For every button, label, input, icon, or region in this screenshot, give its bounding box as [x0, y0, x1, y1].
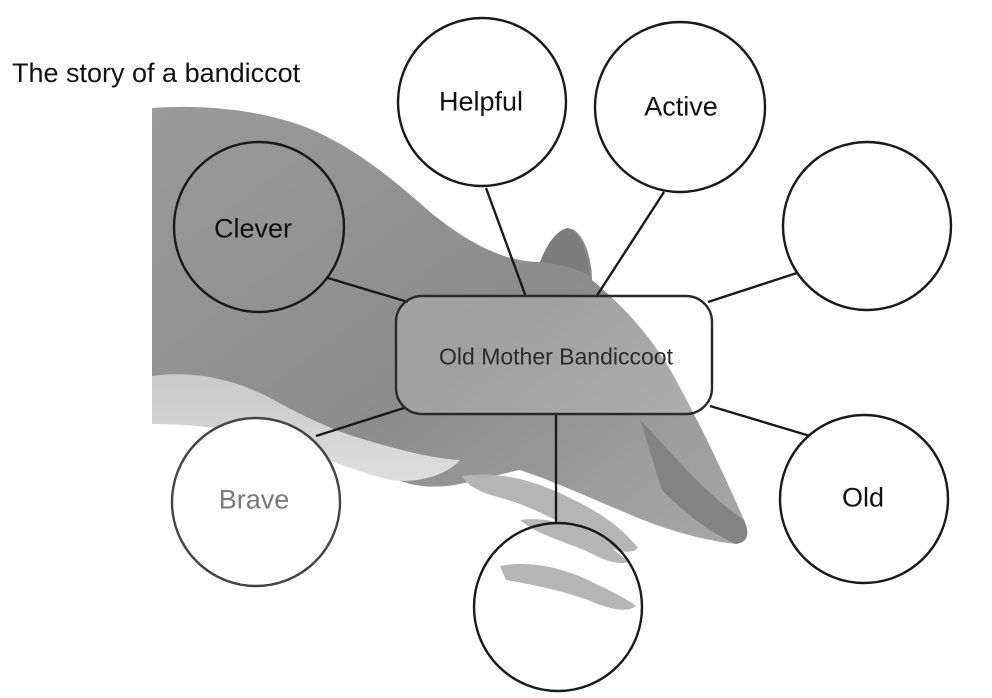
connector-lines	[315, 187, 811, 524]
node-clever-label: Clever	[213, 213, 293, 244]
diagram-title: The story of a bandiccot	[12, 58, 301, 88]
connector-helpful	[484, 187, 528, 298]
node-active-label: Active	[644, 91, 718, 122]
node-helpful-circle	[396, 16, 568, 188]
node-old-label: Old	[841, 482, 885, 513]
connector-old	[709, 404, 811, 438]
node-active-circle	[593, 20, 767, 194]
connector-clever	[327, 276, 409, 304]
node-brave-circle	[170, 416, 342, 588]
node-brave-label: Brave	[218, 484, 290, 515]
center-label: Old Mother Bandiccoot	[439, 343, 673, 370]
node-top-right-blank-circle	[781, 140, 953, 312]
connector-brave	[315, 406, 405, 438]
bandicoot-belly	[152, 374, 460, 481]
node-clever-circle	[172, 140, 346, 314]
node-old-circle	[778, 413, 950, 585]
center-box	[394, 294, 714, 416]
node-bottom-blank-circle	[472, 521, 644, 693]
connector-top-right	[707, 270, 801, 304]
bandicoot-snout	[640, 420, 748, 544]
node-helpful-label: Helpful	[438, 86, 524, 117]
node-circles	[170, 16, 953, 693]
bandicoot-ear	[540, 228, 590, 276]
connector-active	[594, 191, 666, 298]
